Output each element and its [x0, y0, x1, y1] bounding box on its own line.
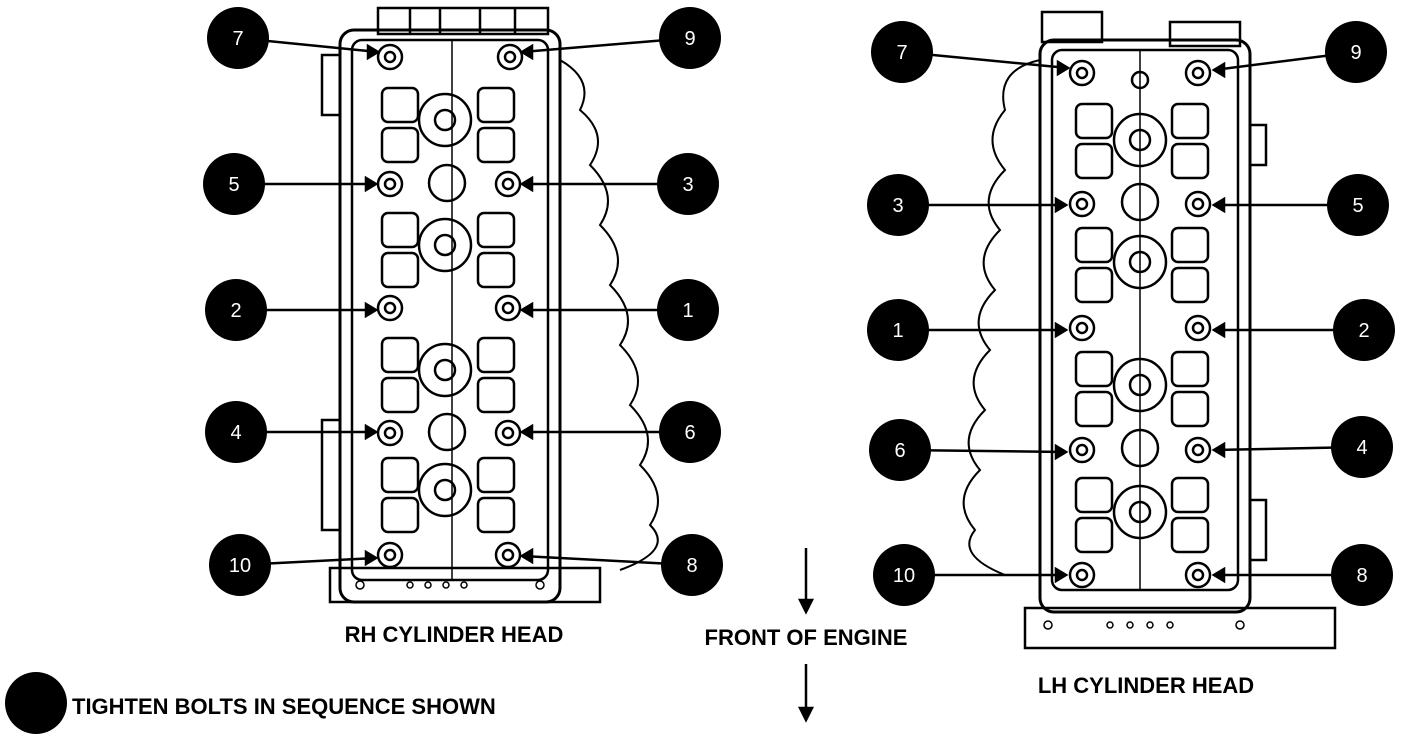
- rh-callout-bolt-8: 8: [661, 534, 723, 596]
- lh-callout-bolt-1: 1: [867, 299, 929, 361]
- lh-callouts: 7 9 3 5 1 2 6 4 10 8: [867, 21, 1395, 606]
- front-of-engine-caption: FRONT OF ENGINE: [705, 625, 908, 650]
- rh-valve-row-2: [380, 211, 516, 289]
- rh-callout-bolt-2: 2: [205, 279, 267, 341]
- lh-callout-label: 4: [1356, 437, 1367, 459]
- rh-valve-row-3: [380, 336, 516, 414]
- lh-callout-bolt-10: 10: [873, 544, 935, 606]
- rh-cylinder-head: [320, 6, 659, 604]
- lh-leader-lines: [898, 50, 1364, 584]
- rh-callout-label: 6: [684, 422, 695, 444]
- rh-callout-label: 9: [684, 28, 695, 50]
- rh-callout-label: 7: [232, 28, 243, 50]
- rh-head-bolts: [376, 43, 524, 569]
- legend-symbol: [5, 672, 67, 734]
- lh-callout-label: 7: [896, 42, 907, 64]
- lh-callout-bolt-4: 4: [1331, 416, 1393, 478]
- rh-callout-label: 4: [230, 422, 241, 444]
- rh-callout-bolt-10: 10: [209, 534, 271, 596]
- rh-valve-row-4: [380, 456, 516, 534]
- lh-callout-label: 10: [893, 565, 915, 587]
- lh-callout-label: 5: [1352, 195, 1363, 217]
- rh-callout-label: 5: [228, 174, 239, 196]
- lh-callout-bolt-6: 6: [869, 419, 931, 481]
- lh-callout-label: 6: [894, 440, 905, 462]
- legend-text: TIGHTEN BOLTS IN SEQUENCE SHOWN: [72, 694, 496, 719]
- lh-callout-label: 2: [1358, 320, 1369, 342]
- lh-head-bolts: [1068, 59, 1212, 589]
- lh-callout-bolt-8: 8: [1331, 544, 1393, 606]
- lh-callout-label: 3: [892, 195, 903, 217]
- rh-callout-label: 3: [682, 174, 693, 196]
- rh-callout-bolt-6: 6: [659, 401, 721, 463]
- lh-callout-bolt-2: 2: [1333, 299, 1395, 361]
- rh-valve-row-1: [380, 86, 516, 164]
- legend: TIGHTEN BOLTS IN SEQUENCE SHOWN: [5, 672, 496, 734]
- lh-valve-row-2: [1074, 226, 1210, 304]
- front-of-engine-arrow: [797, 548, 815, 723]
- lh-valve-row-3: [1074, 350, 1210, 428]
- lh-callout-label: 8: [1356, 565, 1367, 587]
- rh-callout-label: 2: [230, 300, 241, 322]
- lh-cylinder-head: [962, 10, 1337, 650]
- rh-callout-bolt-1: 1: [657, 279, 719, 341]
- rh-callout-bolt-5: 5: [203, 153, 265, 215]
- rh-callout-label: 10: [229, 555, 251, 577]
- lh-valve-row-4: [1074, 476, 1210, 554]
- lh-callout-bolt-9: 9: [1325, 21, 1387, 83]
- rh-callouts: 7 9 5 3 2 1 4 6 10 8: [203, 7, 723, 596]
- rh-callout-label: 8: [686, 555, 697, 577]
- lh-callout-bolt-3: 3: [867, 174, 929, 236]
- lh-callout-label: 1: [892, 320, 903, 342]
- lh-head-caption: LH CYLINDER HEAD: [1038, 673, 1254, 698]
- rh-head-caption: RH CYLINDER HEAD: [345, 622, 564, 647]
- rh-callout-bolt-3: 3: [657, 153, 719, 215]
- rh-callout-bolt-4: 4: [205, 401, 267, 463]
- rh-callout-bolt-7: 7: [207, 7, 269, 69]
- lh-valve-row-1: [1074, 102, 1210, 180]
- lh-callout-bolt-5: 5: [1327, 174, 1389, 236]
- lh-callout-bolt-7: 7: [871, 21, 933, 83]
- rh-callout-bolt-9: 9: [659, 7, 721, 69]
- lh-callout-label: 9: [1350, 42, 1361, 64]
- rh-callout-label: 1: [682, 300, 693, 322]
